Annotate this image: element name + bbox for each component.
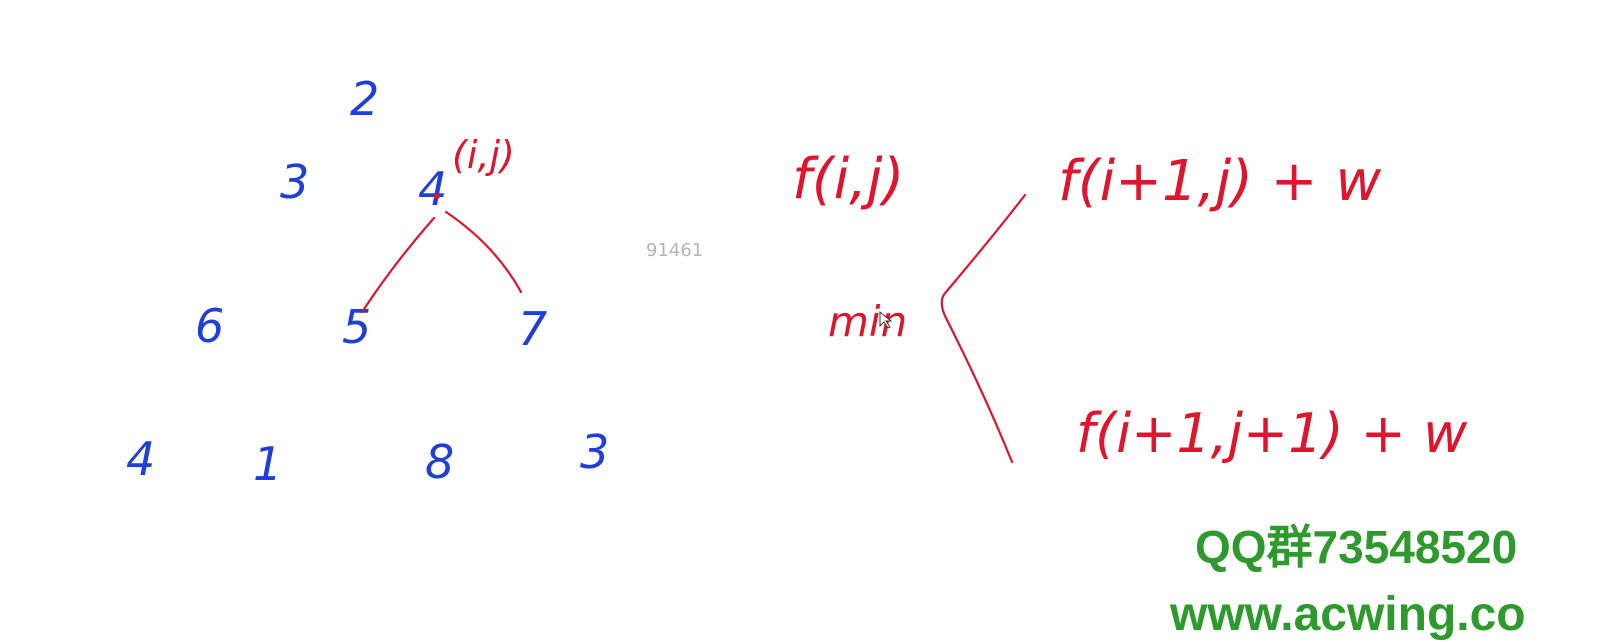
- triangle-row4-value-3: 8: [425, 435, 454, 489]
- triangle-row3-value-3: 7: [518, 302, 547, 356]
- selected-cell-marker: [434, 193, 440, 199]
- arrow-to-left-child: [360, 216, 436, 314]
- min-brace: [940, 193, 1027, 464]
- triangle-row4-value-1: 4: [126, 432, 155, 486]
- triangle-row3-value-2: 5: [342, 300, 371, 354]
- cursor-icon: [879, 310, 893, 329]
- cell-index-label: (i,j): [452, 133, 515, 177]
- min-label: min: [828, 297, 907, 346]
- triangle-row4-value-2: 1: [253, 437, 282, 491]
- triangle-row1-value-1: 2: [350, 72, 379, 126]
- triangle-row3-value-1: 6: [195, 299, 224, 353]
- triangle-row2-value-1: 3: [280, 155, 309, 209]
- arrow-to-right-child: [444, 210, 523, 294]
- site-url-text: www.acwing.co: [1169, 588, 1526, 641]
- option-top-expression: f(i+1,j) + w: [1058, 149, 1381, 214]
- triangle-row2-value-2: 4: [418, 162, 447, 216]
- triangle-row4-value-4: 3: [580, 425, 609, 479]
- qq-group-text: QQ群73548520: [1195, 521, 1517, 573]
- recurrence-lhs: f(i,j): [792, 147, 904, 212]
- option-bottom-expression: f(i+1,j+1) + w: [1076, 402, 1468, 465]
- watermark-id: 91461: [646, 240, 703, 261]
